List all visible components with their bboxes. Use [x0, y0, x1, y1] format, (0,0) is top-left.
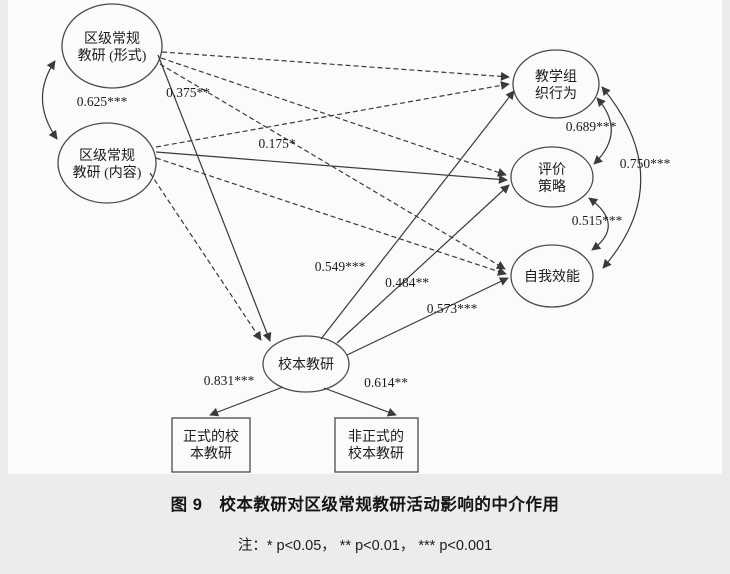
- edge-content-to-school-dashed: [149, 172, 262, 341]
- node-formal: [171, 417, 251, 473]
- label-school-based: 校本教研: [278, 356, 334, 373]
- edge-content-to-efficacy-dashed: [155, 157, 507, 276]
- edge-form-to-school: [157, 54, 272, 342]
- coef-teaching-evaluation-cov: 0.689***: [566, 119, 617, 134]
- label-teaching-org-line1: 教学组: [535, 69, 577, 85]
- coef-school-to-formal: 0.831***: [204, 373, 255, 388]
- coef-school-to-teaching: 0.549***: [315, 259, 366, 274]
- figure-note: 注：* p<0.05， ** p<0.01， *** p<0.001: [237, 538, 493, 554]
- label-district-content-line1: 区级常规: [79, 148, 135, 164]
- sem-path-diagram: 区级常规 教研 (形式) 区级常规 教研 (内容) 教学组 织行为 评价 策略 …: [41, 3, 671, 473]
- label-formal-line2: 本教研: [190, 446, 232, 462]
- label-informal-line1: 非正式的: [348, 429, 404, 445]
- label-self-efficacy: 自我效能: [524, 269, 580, 285]
- edge-form-to-evaluation-dashed: [160, 57, 507, 177]
- node-self-efficacy: [510, 244, 594, 308]
- edge-form-to-teaching-dashed: [161, 51, 510, 81]
- coef-content-to-evaluation: 0.175*: [258, 136, 295, 151]
- edge-school-to-informal: [323, 387, 397, 417]
- edge-school-to-evaluation: [336, 184, 510, 344]
- coef-form-content-cov: 0.625***: [77, 94, 128, 109]
- edge-content-to-evaluation: [155, 151, 508, 184]
- coef-evaluation-efficacy-cov: 0.515***: [572, 213, 623, 228]
- node-school-based: [262, 335, 350, 393]
- edge-content-to-teaching-dashed: [155, 80, 510, 148]
- node-district-content: [57, 122, 157, 204]
- label-informal-line2: 校本教研: [348, 445, 404, 462]
- edge-school-to-teaching: [320, 90, 515, 340]
- label-district-content-line2: 教研 (内容): [73, 164, 142, 181]
- node-informal: [334, 417, 419, 473]
- coef-school-to-informal: 0.614**: [364, 375, 408, 390]
- edge-school-to-formal: [209, 386, 284, 417]
- edge-school-to-efficacy: [346, 277, 509, 356]
- coef-teaching-efficacy-cov: 0.750***: [620, 156, 671, 171]
- label-teaching-org-line2: 织行为: [535, 86, 577, 102]
- coef-school-to-efficacy: 0.573***: [427, 301, 478, 316]
- node-teaching-org: [512, 49, 600, 119]
- coef-school-to-evaluation: 0.484**: [385, 275, 429, 290]
- label-district-form-line1: 区级常规: [84, 31, 140, 47]
- node-evaluation: [510, 146, 594, 208]
- cov-teaching-efficacy-curve: [601, 86, 642, 269]
- label-evaluation-line1: 评价: [538, 162, 566, 178]
- label-district-form-line2: 教研 (形式): [78, 48, 147, 64]
- cov-form-content-curve: [41, 60, 58, 140]
- coef-form-to-school: 0.375**: [166, 85, 210, 100]
- label-formal-line1: 正式的校: [183, 428, 239, 445]
- label-evaluation-line2: 策略: [538, 178, 566, 195]
- node-district-form: [61, 3, 163, 89]
- figure-caption: 图 9 校本教研对区级常规教研活动影响的中介作用: [170, 496, 560, 514]
